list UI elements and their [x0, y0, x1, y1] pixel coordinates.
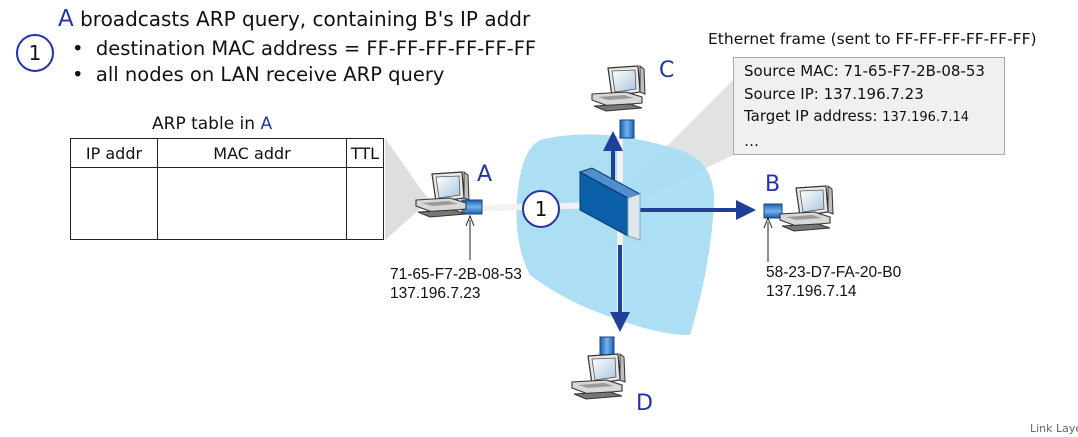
port-c-icon	[619, 119, 635, 139]
frame-box: Source MAC: 71-65-F7-2B-08-53 Source IP:…	[733, 57, 1005, 155]
host-b-computer-icon	[779, 185, 834, 232]
port-d-icon	[599, 336, 615, 356]
host-a-mac: 71-65-F7-2B-08-53	[390, 266, 522, 283]
frame-title: Ethernet frame (sent to FF-FF-FF-FF-FF-F…	[708, 30, 1037, 48]
frame-target: Target IP address: 137.196.7.14	[744, 105, 1004, 130]
frame-ellipsis: …	[744, 131, 759, 150]
arp-table-caption: ARP table in A	[152, 114, 272, 134]
frame-target-value: 137.196.7.14	[882, 110, 970, 125]
arp-col-ttl: TTL	[346, 138, 384, 168]
arp-cell	[346, 167, 384, 240]
node-label-c: C	[659, 58, 675, 83]
arp-col-ip: IP addr	[70, 138, 158, 168]
footer-text: Link Laye	[1030, 422, 1078, 435]
bullet-dot: •	[72, 63, 84, 86]
arp-cell	[70, 167, 158, 240]
host-a-addresses: 71-65-F7-2B-08-53 137.196.7.23	[390, 265, 522, 303]
arp-caption-letter: A	[260, 114, 273, 134]
bullet-2: • all nodes on LAN receive ARP query	[72, 63, 444, 86]
host-b-addresses: 58-23-D7-FA-20-B0 137.196.7.14	[766, 263, 901, 301]
bullet-text: destination MAC address = FF-FF-FF-FF-FF…	[95, 37, 537, 60]
arp-table: IP addr MAC addr TTL	[70, 138, 384, 240]
port-b-icon	[763, 203, 783, 219]
step-badge: 1	[16, 34, 54, 72]
arp-cell	[157, 167, 347, 240]
switch-icon	[578, 167, 642, 241]
arp-col-mac: MAC addr	[157, 138, 347, 168]
node-label-b: B	[765, 172, 781, 197]
host-b-mac: 58-23-D7-FA-20-B0	[766, 264, 902, 281]
frame-target-label: Target IP address:	[744, 107, 878, 125]
frame-source-mac: Source MAC: 71-65-F7-2B-08-53	[744, 62, 985, 80]
bullet-1: • destination MAC address = FF-FF-FF-FF-…	[72, 37, 536, 60]
title-letter: A	[58, 6, 74, 32]
arp-caption-text: ARP table in	[152, 114, 256, 134]
title-text: broadcasts ARP query, containing B's IP …	[80, 7, 531, 31]
node-label-d: D	[636, 391, 653, 416]
arp-table-callout	[385, 138, 430, 240]
lan-blob	[516, 134, 715, 335]
bullet-text: all nodes on LAN receive ARP query	[95, 63, 445, 86]
host-b-ip: 137.196.7.14	[766, 283, 857, 300]
host-c-computer-icon	[591, 65, 646, 112]
switch-step-badge: 1	[522, 190, 560, 228]
host-d-computer-icon	[571, 353, 626, 400]
node-label-a: A	[477, 162, 493, 187]
page-title: A broadcasts ARP query, containing B's I…	[58, 6, 530, 32]
frame-source-ip: Source IP: 137.196.7.23	[744, 84, 924, 103]
host-a-ip: 137.196.7.23	[390, 285, 481, 302]
bullet-dot: •	[72, 37, 84, 60]
